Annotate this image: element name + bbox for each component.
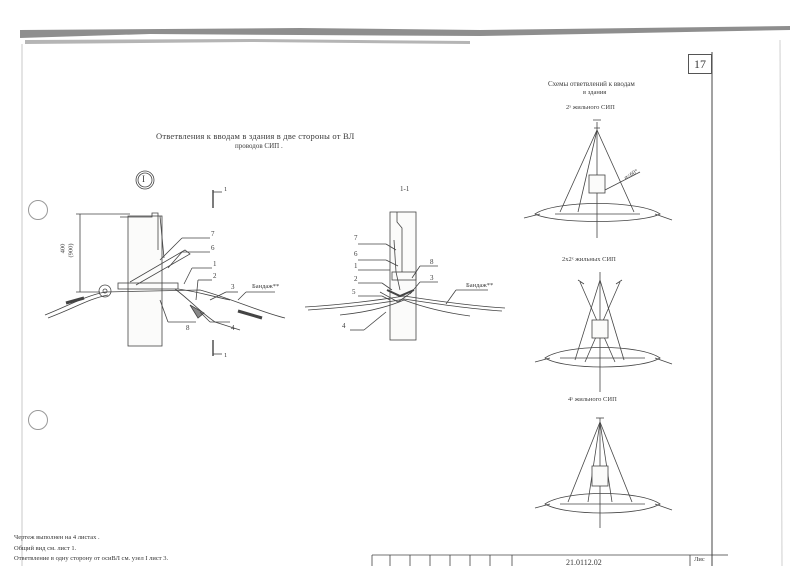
callout-mid-3: 3 — [430, 274, 434, 282]
callout-mid-2: 2 — [354, 275, 358, 283]
callout-left-3: 3 — [231, 283, 235, 291]
section-label-bottom: 1 — [224, 352, 228, 359]
title-block — [371, 554, 728, 566]
dimension-alt: (900) — [67, 243, 75, 258]
main-line-middle — [304, 295, 506, 309]
note-3: Ответвление в одну сторону от осиВЛ см. … — [14, 555, 169, 562]
callout-left-4: 4 — [231, 324, 235, 332]
punch-hole-bottom — [28, 410, 48, 430]
pole-middle — [389, 211, 417, 341]
section-label-top: 1 — [224, 186, 228, 193]
schemes-subtitle: в здания — [583, 89, 607, 96]
scheme-label-3: 4ˣ жильного СИП — [568, 396, 617, 403]
node-circle — [135, 170, 155, 190]
main-line-left — [44, 289, 286, 319]
callout-left-6: 6 — [211, 244, 215, 252]
punch-hole-top — [28, 200, 48, 220]
stamp-code: 21.0112.02 — [566, 558, 602, 567]
callout-mid-4: 4 — [342, 322, 346, 330]
schemes-title: Схемы ответвлений к вводам — [548, 80, 635, 88]
callout-left-1: 1 — [213, 260, 217, 268]
scheme-label-2: 2х2ˣ жильных СИП — [562, 256, 616, 263]
section-title: 1-1 — [400, 185, 410, 193]
scheme-2x2-core — [534, 272, 673, 392]
drawing-subtitle: проводов СИП . — [235, 142, 283, 150]
callout-left-8: 8 — [186, 324, 190, 332]
bandage-left: Бандаж** — [252, 283, 280, 290]
dimension-main: 400 — [59, 243, 67, 254]
callout-mid-5: 5 — [352, 288, 356, 296]
note-2: Общий вид см. лист 1. — [14, 545, 77, 552]
sheet-number: 17 — [688, 54, 712, 74]
scheme-4-core — [534, 417, 673, 528]
bandage-middle: Бандаж** — [466, 282, 494, 289]
stamp-sheet-label: Лис — [694, 556, 705, 563]
callout-mid-1: 1 — [354, 262, 358, 270]
callout-left-2: 2 — [213, 272, 217, 280]
scheme-label-1: 2ˣ жильного СИП — [566, 104, 615, 111]
scheme-2-core — [523, 119, 673, 238]
pole-left — [127, 215, 163, 347]
drawing-title: Ответвления к вводам в здания в две стор… — [156, 131, 355, 141]
callout-mid-7: 7 — [354, 234, 358, 242]
callout-left-7: 7 — [211, 230, 215, 238]
callout-mid-6: 6 — [354, 250, 358, 258]
note-1: Чертеж выполнен на 4 листах . — [14, 534, 100, 541]
callout-mid-8: 8 — [430, 258, 434, 266]
node-label: I — [142, 174, 145, 184]
